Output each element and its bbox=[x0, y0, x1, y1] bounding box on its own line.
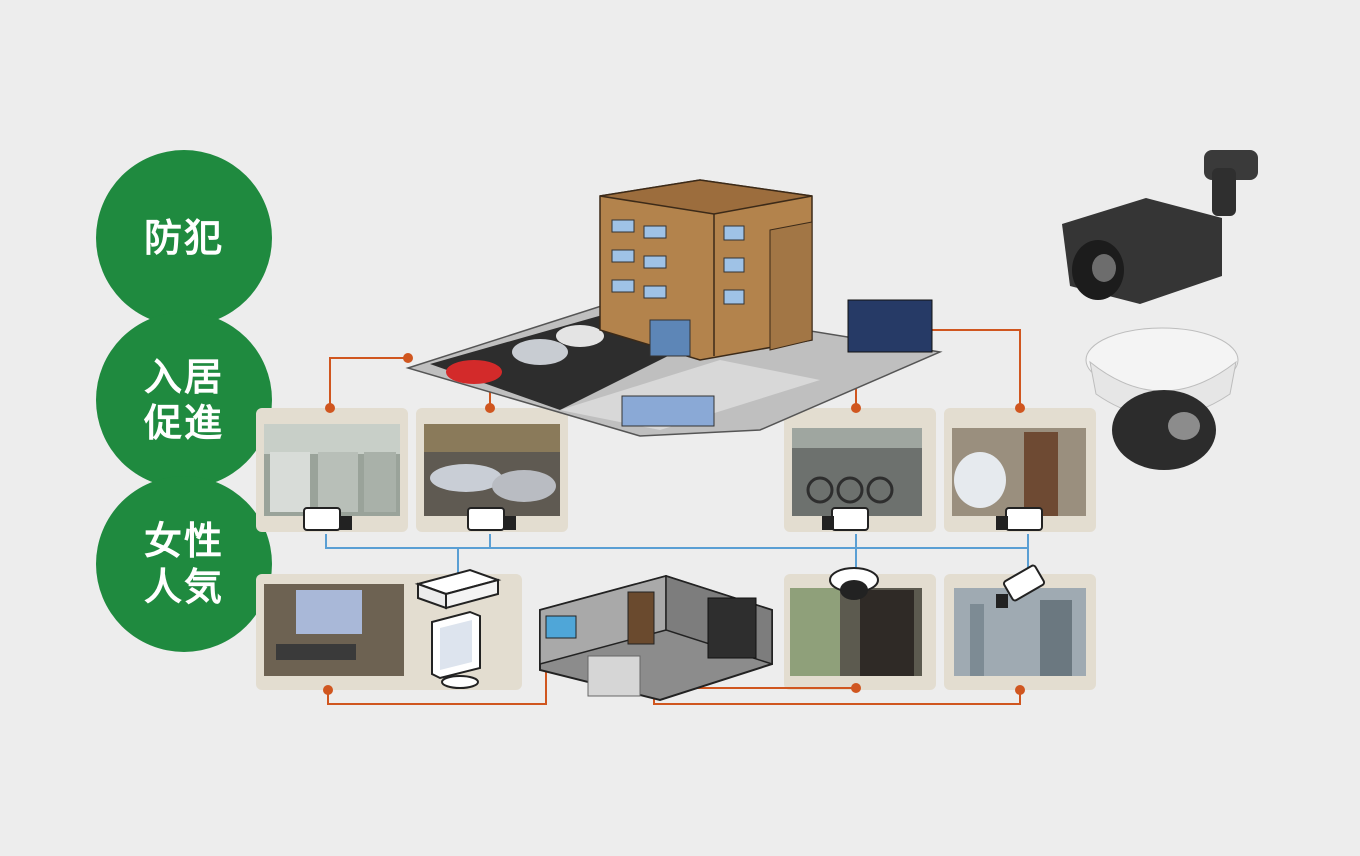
dome-camera-icon bbox=[829, 567, 879, 600]
photo-panel-elevator bbox=[944, 574, 1096, 690]
photo-panel-hallway bbox=[784, 574, 936, 690]
badge-label: 防犯 bbox=[143, 216, 224, 260]
photo-panel-parking bbox=[416, 408, 568, 532]
photo-panel-entrance bbox=[256, 408, 408, 532]
monitor-icon bbox=[431, 610, 481, 689]
badge-occupancy-promotion: 入居 促進 bbox=[96, 312, 272, 488]
badge-popular-with-women: 女性 人気 bbox=[96, 476, 272, 652]
camera-bus-lines bbox=[325, 534, 1029, 576]
recorder-icon bbox=[414, 568, 502, 610]
security-camera-icon bbox=[996, 564, 1045, 608]
entrance-hall-icon bbox=[539, 574, 773, 702]
badge-crime-prevention: 防犯 bbox=[96, 150, 272, 326]
bullet-camera-icon bbox=[1062, 150, 1258, 304]
badge-label: 女性 人気 bbox=[143, 519, 224, 609]
dome-camera-icon bbox=[1085, 327, 1239, 470]
security-camera-icon bbox=[822, 507, 869, 531]
badge-label: 入居 促進 bbox=[143, 355, 224, 445]
security-camera-icon bbox=[467, 507, 516, 531]
photo-panel-garbage-area bbox=[944, 408, 1096, 532]
security-camera-icon bbox=[996, 507, 1043, 531]
security-camera-icon bbox=[303, 507, 352, 531]
photo-panel-bike-parking bbox=[784, 408, 936, 532]
apartment-building-icon bbox=[405, 179, 943, 437]
